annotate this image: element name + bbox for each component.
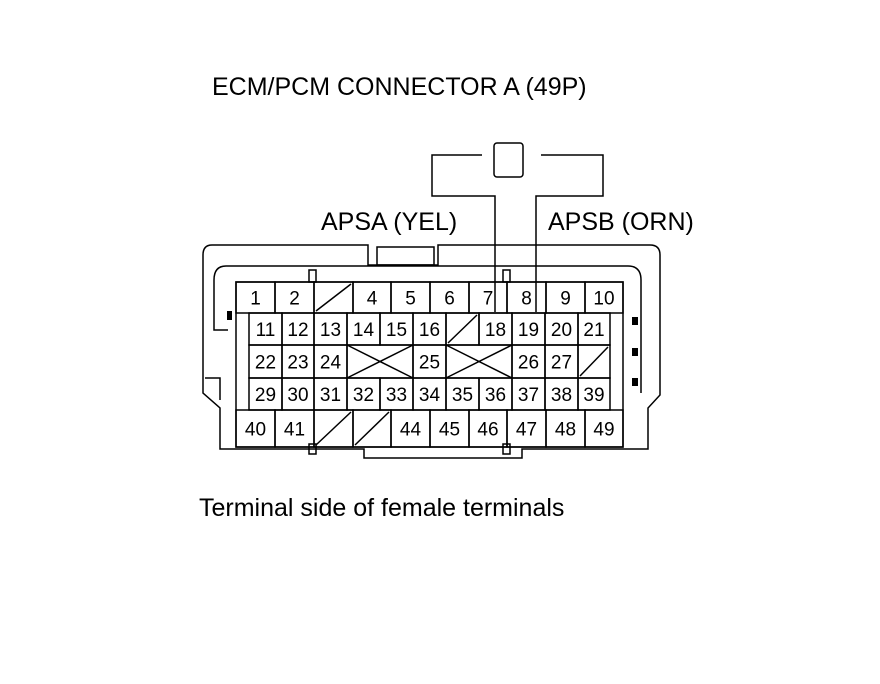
terminal-number: 14 <box>353 320 375 341</box>
housing-latch <box>376 246 435 266</box>
terminal-number: 8 <box>521 289 532 310</box>
terminal-number: 11 <box>256 320 276 341</box>
wire-label-apsa: APSA (YEL) <box>321 208 458 236</box>
terminal-number: 47 <box>516 420 537 441</box>
terminal-number: 16 <box>419 320 440 341</box>
unused-terminal-mark <box>315 283 352 312</box>
terminal-number: 9 <box>560 289 571 310</box>
wire-label-apsb: APSB (ORN) <box>548 208 694 236</box>
terminal-number: 20 <box>551 320 572 341</box>
terminal-cells <box>235 281 624 448</box>
terminal-number: 31 <box>320 385 341 406</box>
terminal-number: 7 <box>483 289 494 310</box>
terminal-number: 25 <box>419 353 440 374</box>
terminal-number: 22 <box>255 353 276 374</box>
terminal-number: 15 <box>386 320 407 341</box>
terminal-number: 21 <box>583 320 604 341</box>
guide-rib <box>308 443 317 455</box>
terminal-number: 18 <box>485 320 506 341</box>
guide-rib <box>502 269 511 283</box>
terminal-number: 24 <box>320 353 342 374</box>
terminal-number: 6 <box>444 289 455 310</box>
terminal-number: 39 <box>583 385 604 406</box>
terminal-number: 2 <box>289 289 300 310</box>
wire-lead-apsa <box>431 154 496 312</box>
diagram-title: ECM/PCM CONNECTOR A (49P) <box>212 73 587 101</box>
terminal-number: 30 <box>287 385 308 406</box>
terminal-number: 41 <box>284 420 305 441</box>
blocked-terminal-mark <box>346 344 414 379</box>
terminal-number: 44 <box>400 420 422 441</box>
terminal-number: 34 <box>419 385 441 406</box>
terminal-number: 13 <box>320 320 341 341</box>
unused-terminal-mark <box>447 314 478 344</box>
housing-side-step <box>205 377 221 400</box>
terminal-number: 48 <box>555 420 576 441</box>
terminal-number: 27 <box>551 353 572 374</box>
terminal-number: 37 <box>518 385 539 406</box>
connector-housing <box>202 244 661 459</box>
terminal-number: 1 <box>250 289 261 310</box>
terminal-number: 38 <box>551 385 572 406</box>
probe-symbol <box>493 142 524 178</box>
terminal-number: 36 <box>485 385 506 406</box>
guide-rib <box>308 269 317 283</box>
housing-inner-wall <box>213 265 642 393</box>
blocked-terminal-mark <box>445 344 513 379</box>
terminal-number: 33 <box>386 385 407 406</box>
terminal-number: 46 <box>477 420 498 441</box>
terminal-cavity <box>584 409 624 448</box>
locking-tabs <box>227 311 638 386</box>
unused-terminal-mark <box>315 411 352 446</box>
terminal-number: 35 <box>452 385 473 406</box>
terminal-number: 23 <box>287 353 308 374</box>
terminal-number: 12 <box>287 320 308 341</box>
terminal-number: 26 <box>518 353 539 374</box>
terminal-number: 19 <box>518 320 539 341</box>
diagram-caption: Terminal side of female terminals <box>199 494 565 522</box>
terminal-number: 45 <box>439 420 460 441</box>
terminal-number: 4 <box>367 289 378 310</box>
terminal-number: 40 <box>245 420 266 441</box>
terminal-number: 29 <box>255 385 276 406</box>
terminal-number: 32 <box>353 385 374 406</box>
unused-terminal-mark <box>354 411 390 446</box>
unused-terminal-mark <box>579 346 609 377</box>
terminal-number: 5 <box>405 289 416 310</box>
wire-lead-apsb <box>535 154 604 312</box>
terminal-number: 49 <box>593 420 614 441</box>
terminal-number: 10 <box>593 289 614 310</box>
